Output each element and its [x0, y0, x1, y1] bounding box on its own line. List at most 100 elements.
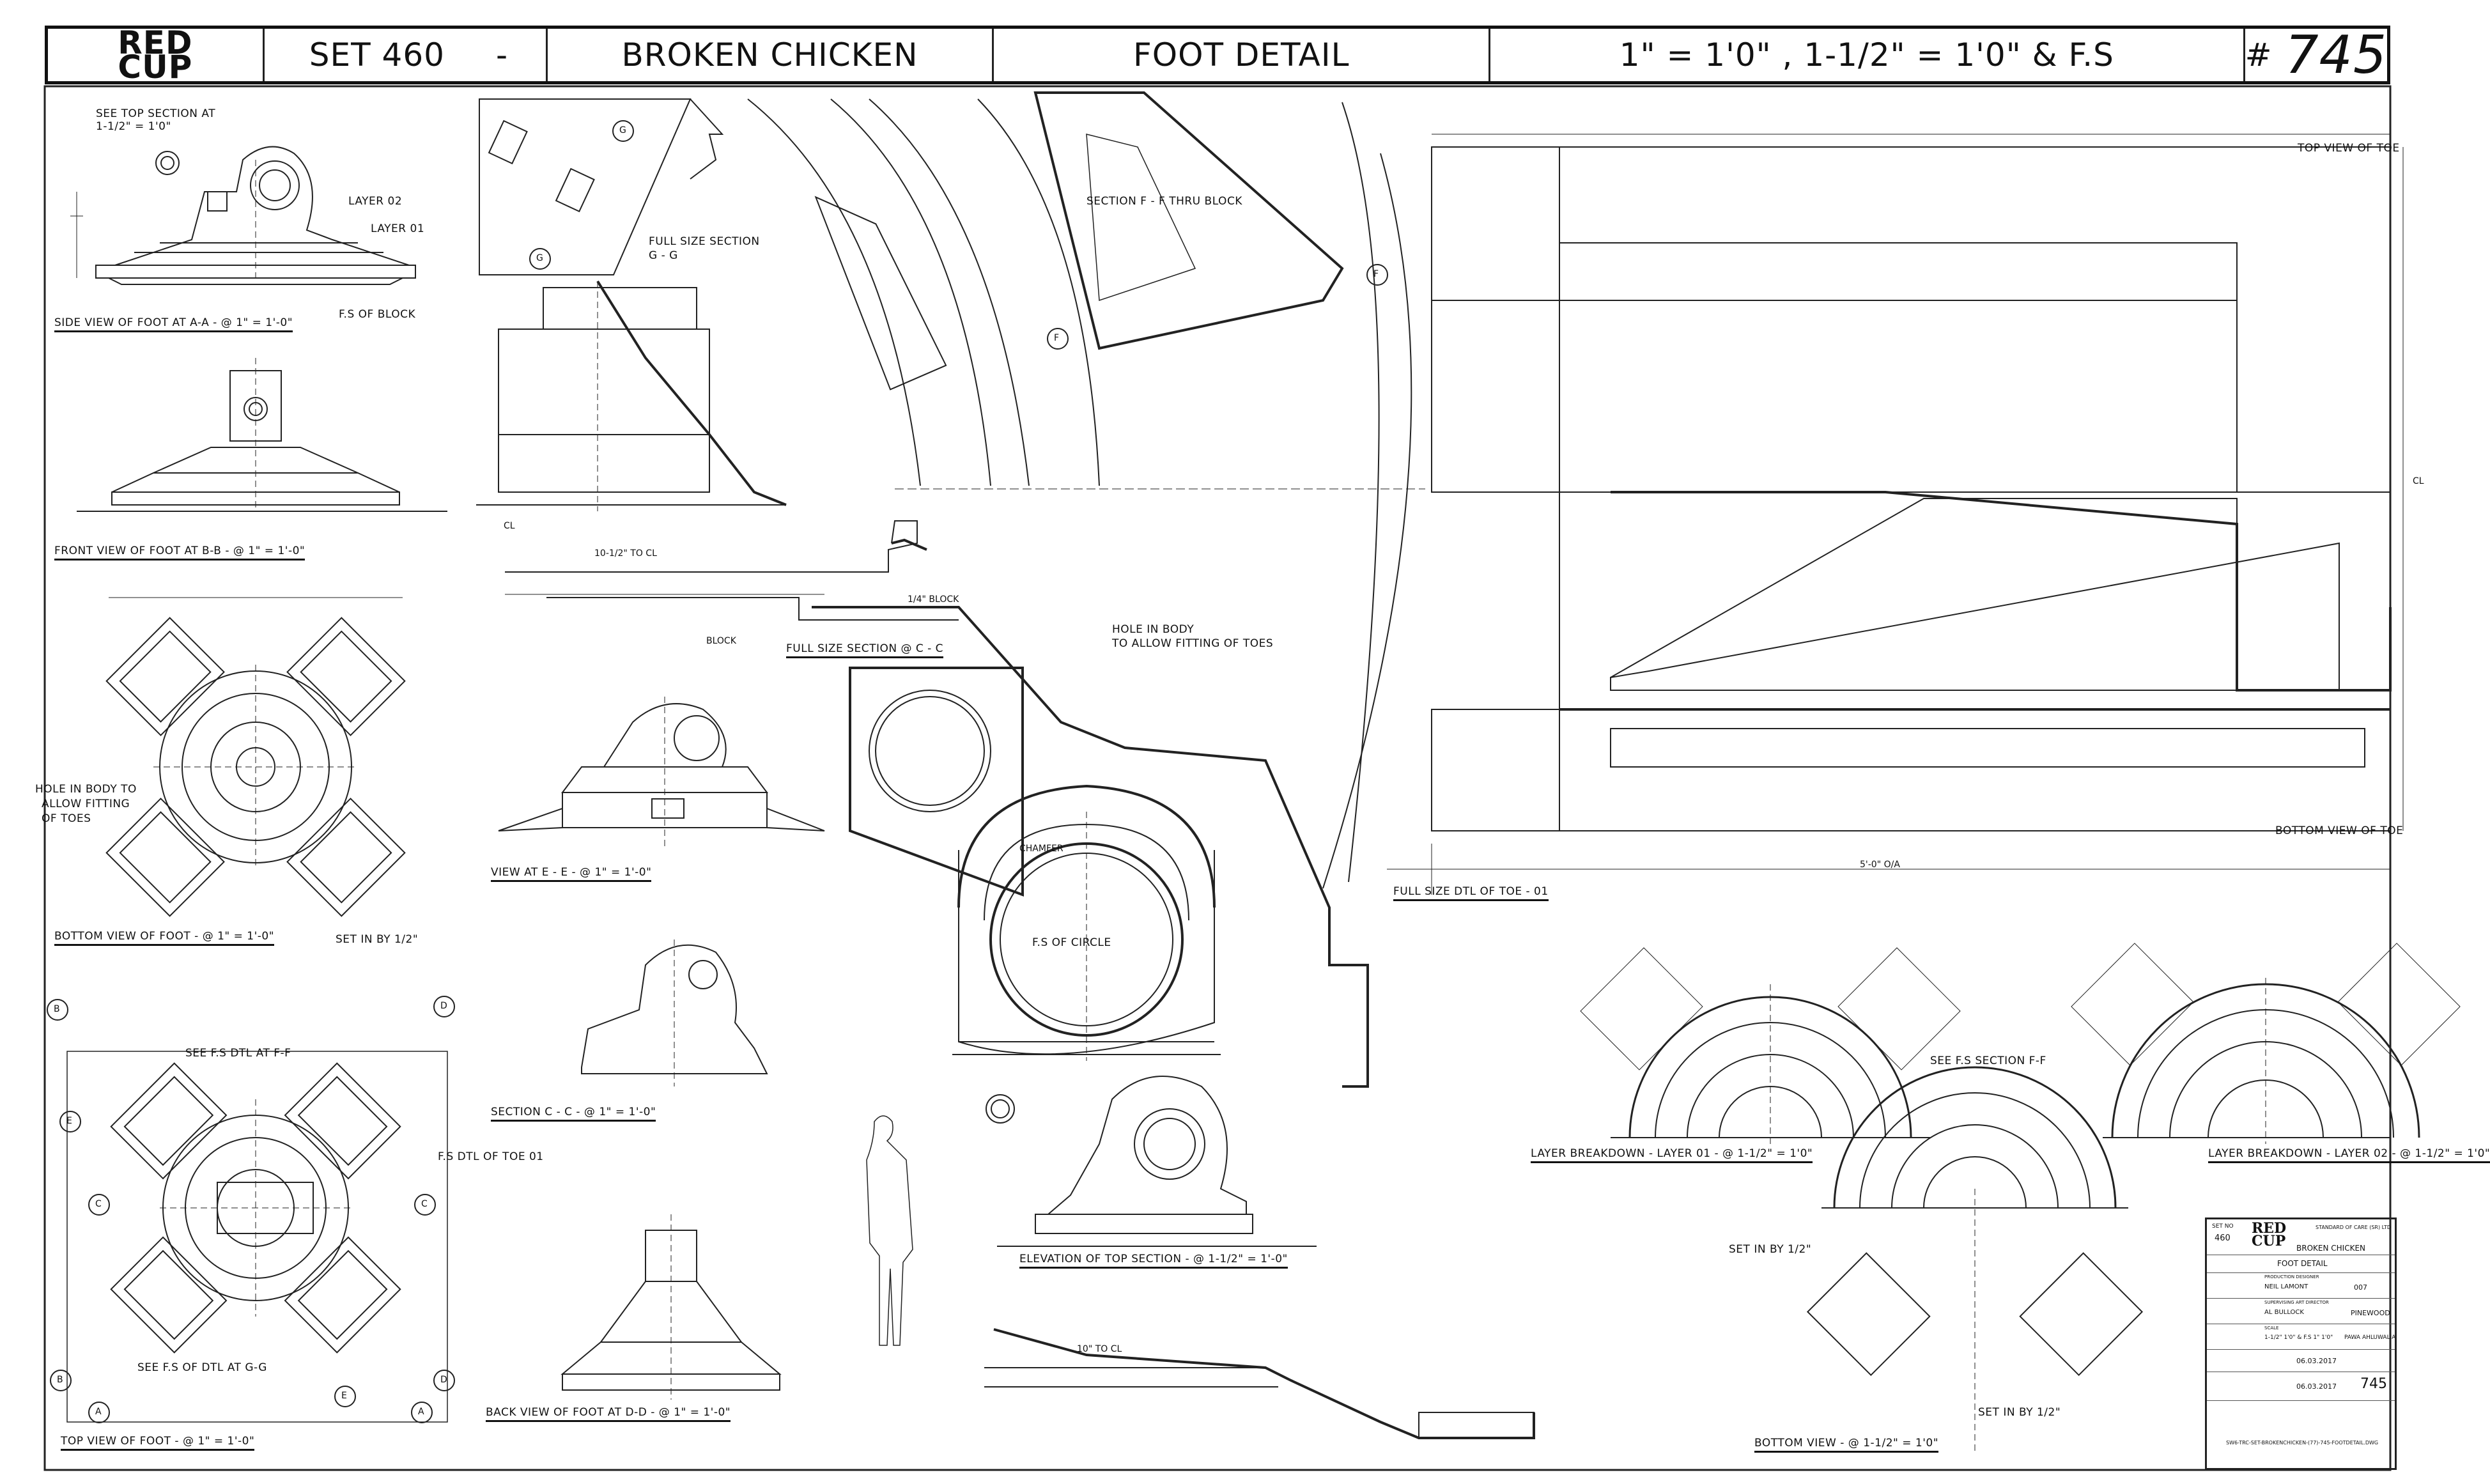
- lower-block-drawing: [984, 1328, 1535, 1439]
- callout-a-2: A: [418, 1407, 424, 1417]
- callout-e-1: E: [66, 1116, 72, 1126]
- ib-scale-label: SCALE: [2264, 1326, 2279, 1331]
- sheet-number: 745: [2285, 24, 2387, 86]
- ib-date-2: 06.03.2017: [2296, 1382, 2337, 1391]
- section-cc-full-drawing: [505, 520, 1369, 1088]
- label-section-cc: SECTION C - C - @ 1" = 1'-0": [491, 1106, 656, 1122]
- ib-set-no: 460: [2215, 1233, 2231, 1243]
- back-view-drawing: [561, 1214, 782, 1400]
- note-fs-block: F.S OF BLOCK: [339, 308, 416, 321]
- ib-location: PINEWOOD: [2351, 1309, 2390, 1317]
- note-top-view-toe: TOP VIEW OF TOE: [2298, 142, 2400, 155]
- set-number-cell: SET 460 -: [265, 29, 548, 81]
- dash: -: [495, 36, 508, 73]
- elevation-top-section-drawing: [986, 1076, 1317, 1247]
- set-name: BROKEN CHICKEN: [621, 36, 918, 73]
- note-set-in-by-right-top: SET IN BY 1/2": [1729, 1243, 1812, 1256]
- note-set-in-by-right-bottom: SET IN BY 1/2": [1978, 1406, 2061, 1419]
- label-elevation-top: ELEVATION OF TOP SECTION - @ 1-1/2" = 1'…: [1019, 1253, 1288, 1269]
- note-see-top-section: SEE TOP SECTION AT: [96, 107, 216, 120]
- red-cup-logo: RED CUP: [48, 27, 265, 83]
- sheet-border: [43, 85, 2392, 1471]
- human-silhouette: [866, 1115, 913, 1346]
- note-hole-body-mid-1: HOLE IN BODY: [1112, 623, 1195, 636]
- ib-sheet-no: 745: [2360, 1376, 2387, 1392]
- ib-set-no-label: SET NO: [2212, 1223, 2234, 1230]
- label-layer-01: LAYER BREAKDOWN - LAYER 01 - @ 1-1/2" = …: [1531, 1147, 1813, 1163]
- callout-d-2: D: [440, 1375, 447, 1385]
- note-block: BLOCK: [706, 636, 736, 646]
- note-see-top-scale: 1-1/2" = 1'0": [96, 120, 171, 133]
- sheet-title: FOOT DETAIL: [1133, 36, 1350, 73]
- label-front-view: FRONT VIEW OF FOOT AT B-B - @ 1" = 1'-0": [54, 545, 305, 560]
- callout-b-1: B: [54, 1004, 60, 1014]
- layer-01-drawing: [1580, 947, 1961, 1144]
- ib-art-dir-label: SUPERVISING ART DIRECTOR: [2264, 1300, 2329, 1305]
- ib-art-dir: AL BULLOCK: [2264, 1309, 2304, 1316]
- sheet-title-cell: FOOT DETAIL: [994, 29, 1491, 81]
- bottom-view-foot-drawing: [105, 597, 406, 917]
- label-back-view: BACK VIEW OF FOOT AT D-D - @ 1" = 1'-0": [486, 1406, 731, 1422]
- note-section-ff: SECTION F - F THRU BLOCK: [1086, 195, 1242, 208]
- label-bottom-view-right: BOTTOM VIEW - @ 1-1/2" = 1'0": [1754, 1437, 1939, 1453]
- note-section-gg: G - G: [649, 249, 678, 262]
- label-view-ee: VIEW AT E - E - @ 1" = 1'-0": [491, 866, 652, 882]
- note-chamfer: CHAMFER: [1019, 844, 1063, 854]
- note-see-fs-ff: SEE F.S DTL AT F-F: [185, 1047, 291, 1060]
- hash: #: [2245, 36, 2273, 73]
- ib-company: STANDARD OF CARE (SR) LTD: [2316, 1225, 2392, 1230]
- note-hole-body-1: HOLE IN BODY TO: [35, 783, 137, 796]
- ib-file: SW6-TRC-SET-BROKENCHICKEN-(77)-745-FOOTD…: [2226, 1440, 2379, 1446]
- callout-g-2: G: [536, 253, 543, 263]
- callout-c-1: C: [95, 1199, 102, 1209]
- callout-b-2: B: [57, 1375, 63, 1385]
- scale-cell: 1" = 1'0" , 1-1/2" = 1'0" & F.S: [1490, 29, 2245, 81]
- note-set-in-by-left: SET IN BY 1/2": [336, 933, 419, 946]
- layer-02-drawing: [2071, 943, 2461, 1144]
- set-label: SET 460: [309, 36, 445, 73]
- title-block: RED CUP SET 460 - BROKEN CHICKEN FOOT DE…: [45, 25, 2390, 86]
- side-view-drawing: [70, 146, 416, 285]
- label-full-size-toe: FULL SIZE DTL OF TOE - 01: [1393, 885, 1549, 901]
- ib-set-name: BROKEN CHICKEN: [2296, 1244, 2366, 1253]
- label-layer-02: LAYER BREAKDOWN - LAYER 02 - @ 1-1/2" = …: [2208, 1147, 2490, 1163]
- note-layer02: LAYER 02: [348, 195, 403, 208]
- note-see-fs-gg: SEE F.S OF DTL AT G-G: [137, 1361, 267, 1374]
- note-full-size-section: FULL SIZE SECTION: [649, 235, 760, 248]
- sheet-number-cell: # 745: [2245, 25, 2387, 86]
- note-bottom-view-toe: BOTTOM VIEW OF TOE: [2275, 824, 2404, 837]
- note-to-cl-2: 10" TO CL: [1077, 1344, 1122, 1354]
- label-full-section-cc: FULL SIZE SECTION @ C - C: [786, 642, 944, 658]
- callout-f-1: F: [1054, 333, 1060, 343]
- ib-designer-label: PRODUCTION DESIGNER: [2264, 1274, 2319, 1279]
- body-curve-drawing: [747, 91, 1425, 889]
- scales: 1" = 1'0" , 1-1/2" = 1'0" & F.S: [1619, 36, 2114, 73]
- view-ee-drawing: [498, 697, 825, 850]
- ib-stage: 007: [2354, 1283, 2367, 1292]
- note-cl-right: CL: [2413, 476, 2424, 486]
- set-name-cell: BROKEN CHICKEN: [548, 29, 994, 81]
- callout-f-2: F: [1373, 269, 1379, 279]
- callout-a-1: A: [95, 1407, 102, 1417]
- ib-date-1: 06.03.2017: [2296, 1357, 2337, 1365]
- top-view-foot-drawing: [66, 1051, 448, 1423]
- label-bottom-view: BOTTOM VIEW OF FOOT - @ 1" = 1'-0": [54, 930, 275, 946]
- label-top-view: TOP VIEW OF FOOT - @ 1" = 1'-0": [61, 1435, 255, 1451]
- note-cl-left: CL: [504, 521, 515, 531]
- callout-d-1: D: [440, 1001, 447, 1011]
- callout-g-1: G: [619, 125, 626, 135]
- callout-e-2: E: [341, 1391, 347, 1401]
- callout-c-2: C: [421, 1199, 428, 1209]
- ib-scale: 1-1/2" 1'0" & F.S 1" 1'0": [2264, 1334, 2333, 1341]
- bottom-view-right-drawing: [1806, 1066, 2144, 1451]
- section-cc-small-drawing: [581, 939, 768, 1086]
- note-block-quarter: 1/4" BLOCK: [908, 594, 959, 605]
- ib-detail: FOOT DETAIL: [2277, 1259, 2328, 1268]
- note-to-cl-1: 10-1/2" TO CL: [594, 548, 657, 559]
- toe-detail-drawing: [1387, 134, 2404, 895]
- note-see-fs-section-ff: SEE F.S SECTION F-F: [1930, 1055, 2046, 1067]
- note-fs-dtl-toe: F.S DTL OF TOE 01: [438, 1150, 544, 1163]
